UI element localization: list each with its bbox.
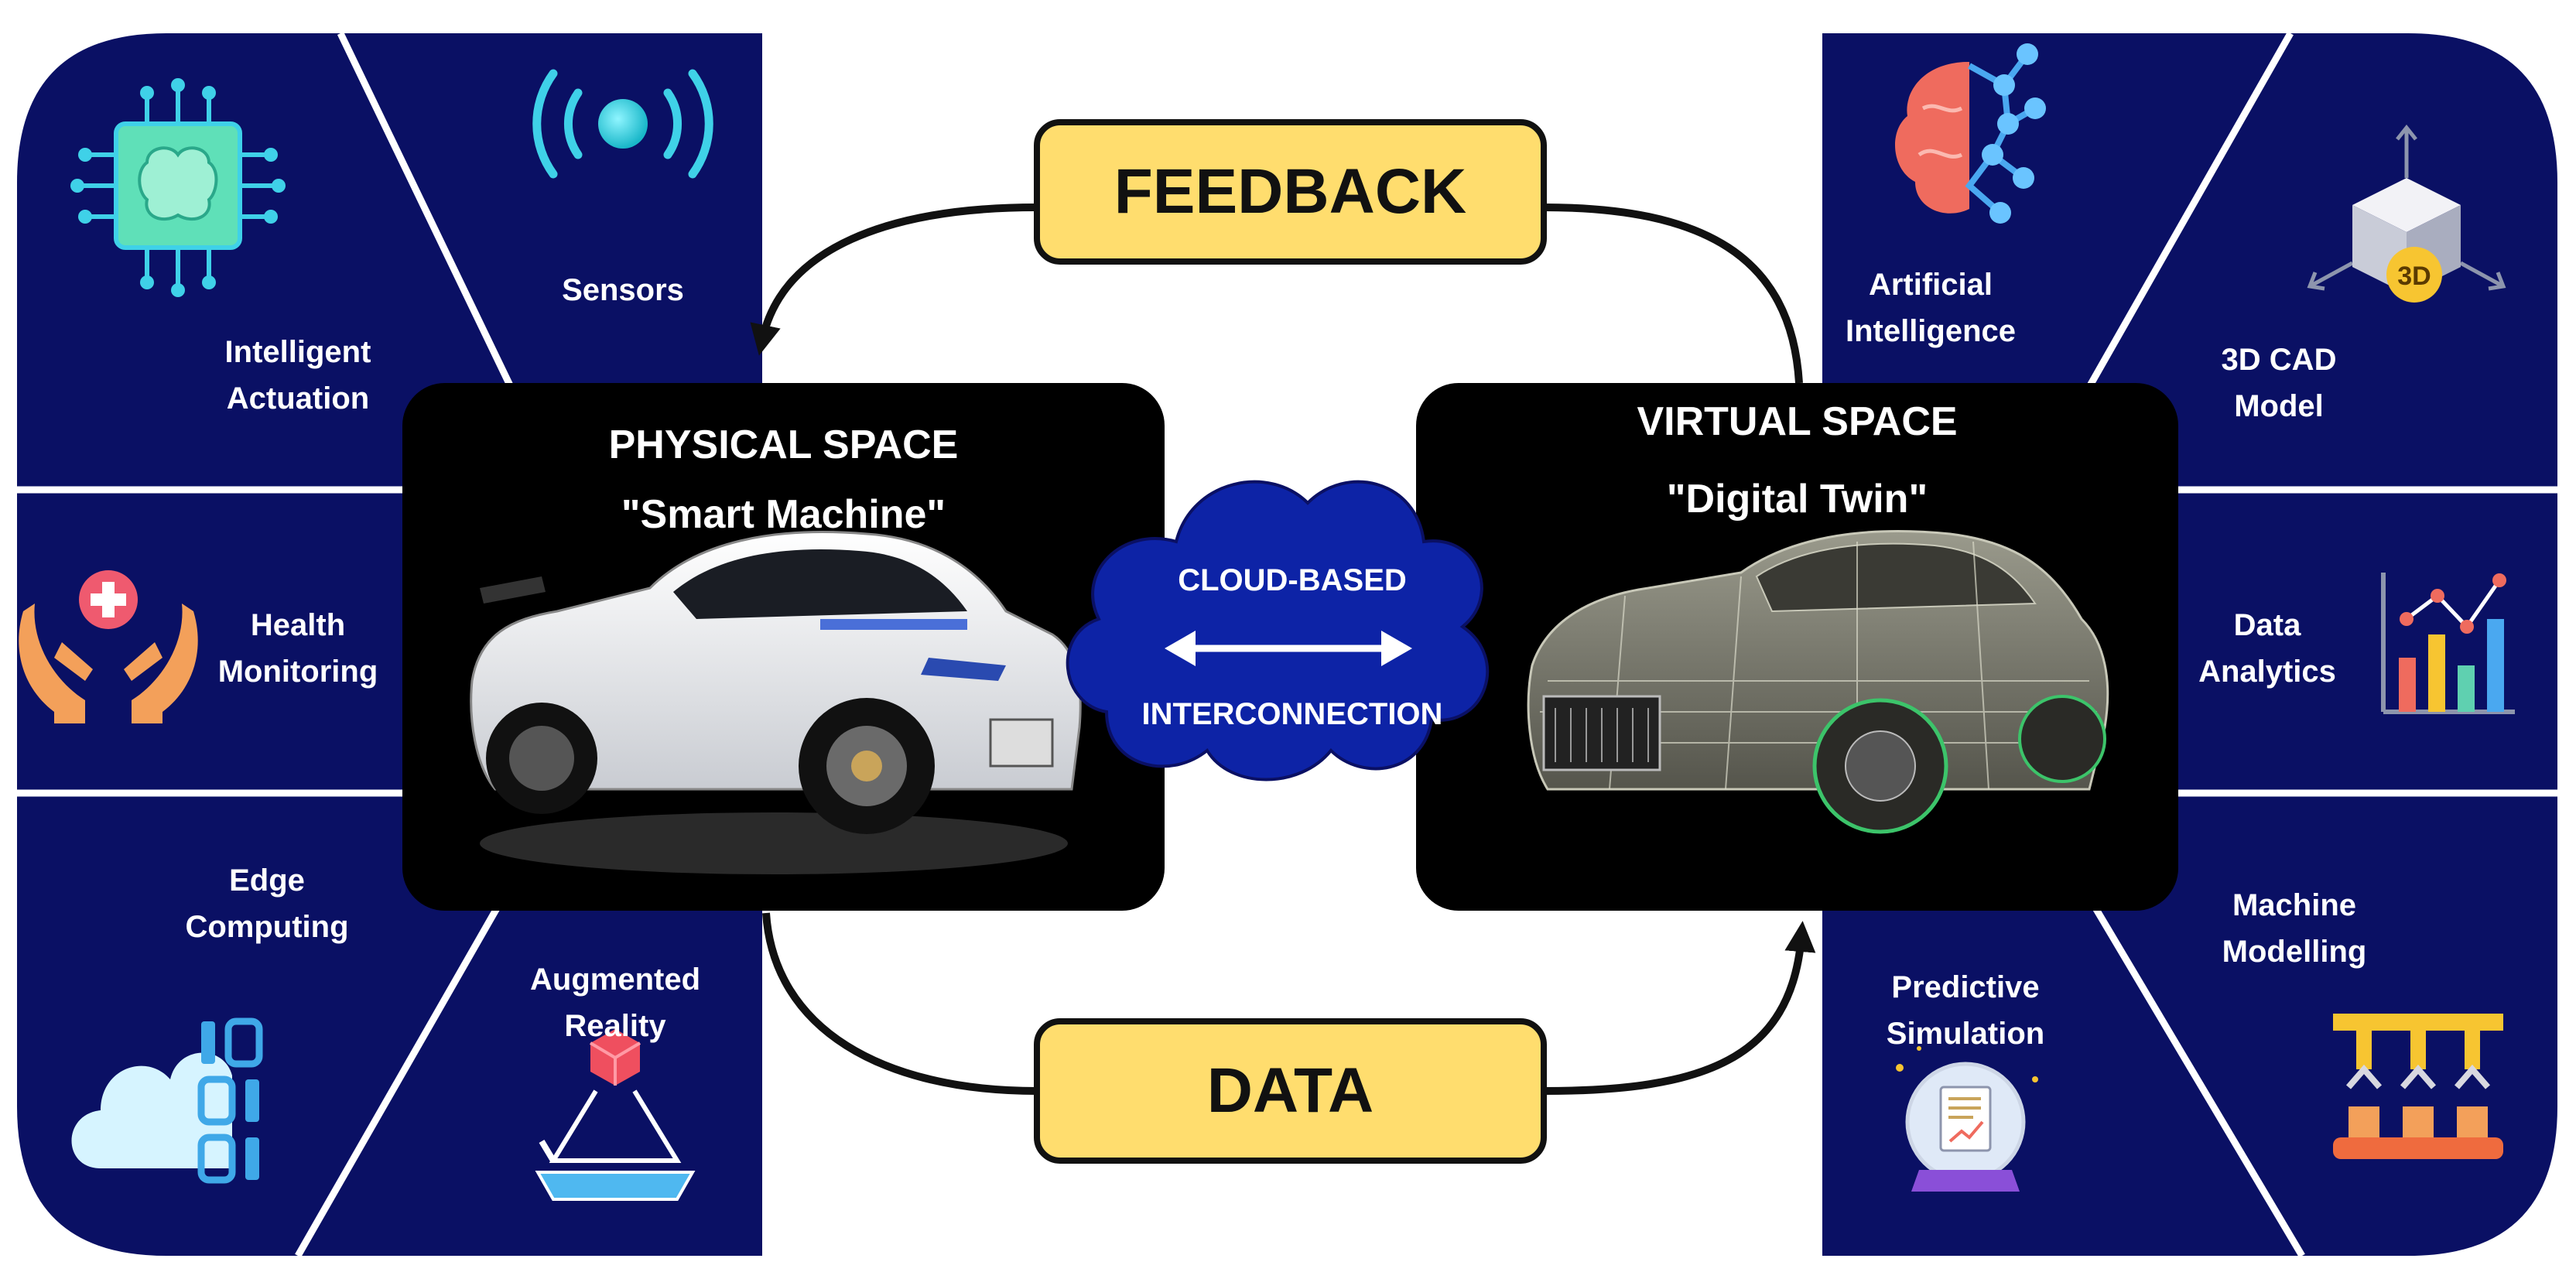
- wireless-signal-icon: [532, 69, 713, 179]
- virtual-space-subtitle: "Digital Twin": [1666, 477, 1928, 522]
- left-panel: [17, 32, 762, 1258]
- label-data-analytics-line1: Data: [2233, 608, 2301, 642]
- physical-space-subtitle: "Smart Machine": [621, 492, 946, 537]
- right-diagonal-top: [2086, 31, 2294, 389]
- label-intelligent-actuation-line1: Intelligent: [224, 335, 371, 369]
- label-3d-cad-model-line2: Model: [2234, 389, 2324, 423]
- data-arrow: [762, 912, 1816, 1095]
- label-health-monitoring-line1: Health: [250, 608, 346, 642]
- smart-machine-car-image: [470, 531, 1082, 874]
- cloud-interconnection: [1066, 480, 1490, 781]
- left-diagonal-top: [337, 32, 515, 388]
- digital-twin-car-image: [1527, 530, 2109, 834]
- right-panel: [1822, 31, 2557, 1258]
- label-machine-modelling: Machine Modelling: [2194, 882, 2395, 975]
- label-intelligent-actuation-line2: Actuation: [226, 381, 370, 416]
- label-intelligent-actuation: Intelligent Actuation: [197, 329, 399, 422]
- label-predictive-simulation: Predictive Simulation: [1857, 964, 2074, 1057]
- label-machine-modelling-line1: Machine: [2232, 888, 2357, 922]
- label-artificial-intelligence: Artificial Intelligence: [1822, 262, 2039, 354]
- cloud-line1: CLOUD-BASED: [1178, 563, 1407, 597]
- hologram-cube-icon: [535, 1029, 696, 1201]
- label-edge-computing-line1: Edge: [229, 863, 305, 898]
- data-label: DATA: [1206, 1055, 1374, 1126]
- cloud-binary-icon: [71, 1017, 263, 1184]
- label-data-analytics-line2: Analytics: [2198, 655, 2336, 689]
- label-artificial-intelligence-line2: Intelligence: [1845, 314, 2017, 348]
- physical-space-box: [402, 383, 1165, 911]
- label-data-analytics: Data Analytics: [2178, 602, 2356, 695]
- chip-brain-icon: [70, 78, 286, 297]
- hands-medical-icon: [19, 570, 198, 723]
- brain-network-icon: [1894, 43, 2046, 224]
- label-health-monitoring: Health Monitoring: [197, 602, 399, 695]
- crystal-ball-report-icon: [1896, 1046, 2038, 1192]
- feedback-pill: [1034, 119, 1547, 265]
- feedback-label: FEEDBACK: [1114, 156, 1467, 227]
- physical-space-title: PHYSICAL SPACE: [608, 422, 959, 467]
- 3d-badge-text: 3D: [2397, 262, 2431, 291]
- label-3d-cad-model: 3D CAD Model: [2186, 337, 2372, 429]
- 3d-cube-icon: 3D: [2307, 124, 2506, 303]
- label-augmented-reality-line2: Reality: [564, 1009, 666, 1043]
- left-diagonal-bottom: [295, 895, 506, 1258]
- arrow-left-head: [1165, 631, 1196, 666]
- label-artificial-intelligence-line1: Artificial: [1868, 268, 1993, 302]
- bar-chart-icon: [2381, 573, 2515, 714]
- arrow-right-head: [1381, 631, 1412, 666]
- label-sensors-line1: Sensors: [562, 273, 684, 307]
- label-edge-computing: Edge Computing: [166, 857, 368, 950]
- label-predictive-simulation-line1: Predictive: [1891, 970, 2040, 1004]
- label-predictive-simulation-line2: Simulation: [1886, 1017, 2045, 1051]
- label-edge-computing-line2: Computing: [185, 910, 349, 944]
- feedback-arrow: [750, 203, 1803, 384]
- virtual-space-box: [1416, 383, 2178, 911]
- right-diagonal-bottom: [2086, 895, 2305, 1258]
- label-machine-modelling-line2: Modelling: [2222, 935, 2367, 969]
- label-augmented-reality: Augmented Reality: [495, 956, 735, 1049]
- robotic-arms-icon: [2333, 1014, 2503, 1159]
- label-3d-cad-model-line1: 3D CAD: [2221, 343, 2337, 377]
- label-sensors: Sensors: [522, 267, 724, 313]
- label-health-monitoring-line2: Monitoring: [217, 655, 378, 689]
- cloud-line2: INTERCONNECTION: [1141, 697, 1443, 731]
- label-augmented-reality-line1: Augmented: [530, 963, 700, 997]
- virtual-space-title: VIRTUAL SPACE: [1637, 399, 1958, 444]
- data-pill: [1034, 1018, 1547, 1164]
